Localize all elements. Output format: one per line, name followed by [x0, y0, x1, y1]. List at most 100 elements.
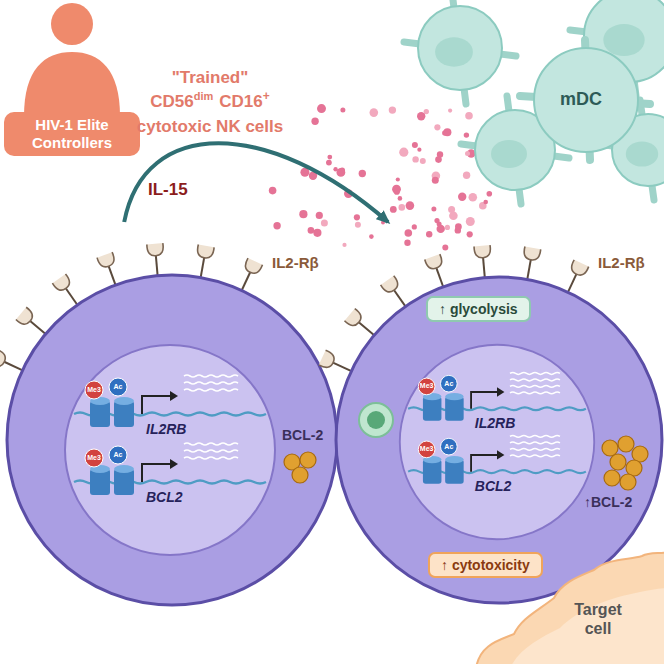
cytokine-dot	[426, 231, 432, 237]
cytokine-dot	[342, 243, 346, 247]
cytokine-dot	[392, 185, 401, 194]
cytokine-dot	[327, 155, 332, 160]
cytokine-dot	[390, 206, 397, 213]
bcl2-protein	[300, 452, 316, 468]
cytokine-dot	[487, 191, 493, 197]
cytokine-dot	[437, 225, 445, 233]
nk-cell: IL2-Rβ↑BCL-2↑ glycolysisIL2RBMe3AcBCL2Me…	[336, 222, 664, 612]
gene-name: IL2RB	[146, 421, 186, 437]
cytokine-dot	[412, 142, 418, 148]
cytokine-dot	[417, 112, 425, 120]
methylation-mark: Me3	[84, 453, 104, 463]
cytokine-dot	[359, 170, 366, 177]
acetylation-mark: Ac	[440, 442, 459, 452]
receptor-label: IL2-Rβ	[598, 254, 645, 271]
cytokine-dot	[434, 218, 439, 223]
cytokine-dot	[483, 200, 488, 205]
person-icon	[24, 3, 120, 116]
methylation-mark: Me3	[417, 444, 436, 454]
receptor-label: IL2-Rβ	[272, 254, 319, 271]
cytokine-dot	[417, 148, 421, 152]
cell-name: mDC	[560, 89, 602, 110]
cell-name: Target cell	[566, 600, 630, 638]
cytokine-dot	[406, 201, 415, 210]
cytokine-dot	[467, 231, 473, 237]
cytokine-dot	[445, 225, 450, 230]
cytokine-dot	[389, 106, 396, 113]
methylation-mark: Me3	[417, 381, 436, 391]
cytokine-dot	[469, 193, 478, 202]
cytokine-dot	[449, 211, 458, 220]
cytokine-dot	[431, 207, 436, 212]
superscript: dim	[194, 90, 214, 102]
cytokine-dot	[398, 196, 403, 201]
cytokine-dots	[269, 104, 492, 251]
cytokine-dot	[333, 167, 337, 171]
acetylation-mark: Ac	[440, 379, 459, 389]
cytokine-dot	[273, 222, 280, 229]
cytokine-dot	[420, 158, 426, 164]
nk-cell: IL2-RβBCL-2IL2RBMe3AcBCL2Me3Ac	[0, 222, 345, 612]
cytokine-dot	[354, 214, 360, 220]
cytokine-dot	[463, 172, 470, 179]
superscript: +	[263, 89, 270, 103]
shape-art	[62, 342, 278, 558]
title-text: "Trained"	[172, 68, 249, 87]
acetylation-mark: Ac	[108, 382, 128, 392]
cytokine-dot	[404, 240, 410, 246]
cytokine-dot	[313, 229, 321, 237]
protein-label: BCL-2	[282, 427, 323, 443]
cytokine-dot	[465, 151, 470, 156]
cytokine-dot	[321, 220, 328, 227]
group-box: HIV-1 Elite Controllers	[4, 112, 140, 156]
cytokine-dot	[326, 160, 332, 166]
cytokine-dot	[316, 212, 323, 219]
cytokine-dot	[435, 156, 442, 163]
nucleus: IL2RBMe3AcBCL2Me3Ac	[397, 342, 597, 542]
bcl2-protein	[604, 470, 620, 486]
dendritic-cell: mDC	[420, 0, 664, 200]
cytokine-dot	[369, 234, 374, 239]
cytokine-dot	[434, 124, 440, 130]
receptor	[147, 243, 166, 278]
bcl2-protein	[618, 436, 634, 452]
shape-art	[397, 342, 597, 542]
cytokine-dot	[458, 193, 466, 201]
cytokine-dot	[405, 229, 413, 237]
cytokine-dot	[424, 109, 429, 114]
bcl2-protein	[620, 474, 636, 490]
bcl2-protein	[292, 467, 308, 483]
shape-art	[420, 0, 664, 200]
title-text: CD56	[150, 92, 193, 111]
cytokine-dot	[337, 168, 346, 177]
bcl2-protein	[610, 454, 626, 470]
cytokine-dot	[448, 109, 452, 113]
curved-arrow	[124, 143, 388, 222]
cytokine-dot	[455, 223, 462, 230]
status-box: ↑ cytotoxicity	[428, 552, 543, 578]
cytokine-dot	[466, 217, 475, 226]
cytokine-dot	[432, 177, 439, 184]
cytokine-dot	[308, 227, 315, 234]
nucleus: IL2RBMe3AcBCL2Me3Ac	[62, 342, 278, 558]
status-box: ↑ glycolysis	[426, 296, 531, 322]
cytokine-dot	[464, 132, 469, 137]
cytokine-dot	[412, 156, 418, 162]
cytokine-dot	[399, 204, 406, 211]
gene-name: BCL2	[146, 489, 183, 505]
cytokine-dot	[340, 107, 345, 112]
cytokine-dot	[370, 108, 379, 117]
cytokine-dot	[442, 245, 448, 251]
cytokine-dot	[443, 128, 451, 136]
cytokine-dot	[311, 118, 318, 125]
title-text: CD16	[219, 92, 262, 111]
cytokine-dot	[465, 112, 473, 120]
bcl2-protein	[602, 440, 618, 456]
cytokine-dot	[412, 224, 417, 229]
cytokine-label: IL-15	[148, 180, 188, 200]
group-label: HIV-1 Elite Controllers	[6, 116, 138, 152]
gene-name: IL2RB	[475, 415, 515, 431]
title-text: cytotoxic NK cells	[137, 117, 283, 136]
receptor	[474, 245, 493, 280]
cytokine-dot	[299, 210, 307, 218]
